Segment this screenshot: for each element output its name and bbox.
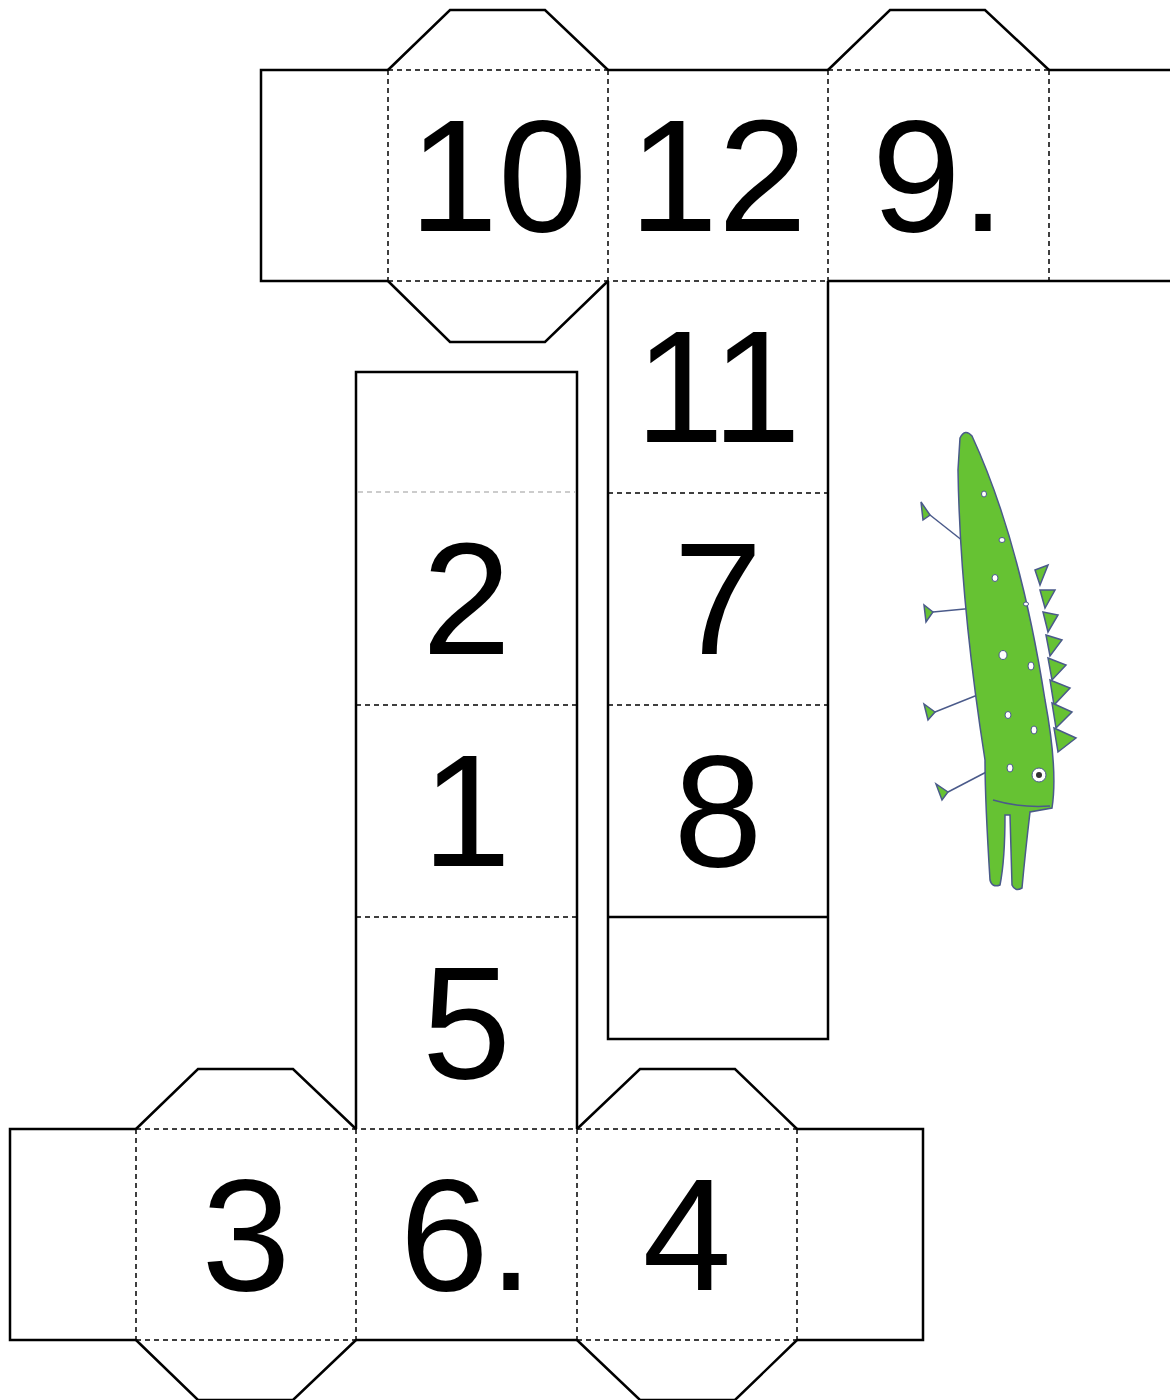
- face-number: 1: [422, 731, 511, 891]
- net-face: 2: [356, 492, 577, 705]
- face-number: 8: [674, 731, 763, 891]
- creature-illustration: [921, 432, 1076, 889]
- face-number: 11: [635, 307, 801, 467]
- net-face: 11: [608, 281, 828, 493]
- net-face: 6.: [356, 1129, 577, 1340]
- net-face: 1: [356, 705, 577, 917]
- net-face: 8: [608, 705, 828, 917]
- face-number: 2: [422, 519, 511, 679]
- face-number: 5: [422, 943, 511, 1103]
- net-face: 12: [608, 70, 828, 281]
- fold-lines: [136, 70, 1049, 1340]
- face-number: 10: [409, 96, 587, 256]
- net-face: 9.: [828, 70, 1049, 281]
- face-number: 12: [629, 96, 807, 256]
- net-face: 10: [388, 70, 608, 281]
- face-number: 6.: [400, 1155, 533, 1315]
- face-number: 9.: [872, 96, 1005, 256]
- net-face: 4: [577, 1129, 797, 1340]
- net-face: 5: [356, 917, 577, 1129]
- face-number: 3: [202, 1155, 291, 1315]
- net-face: 3: [136, 1129, 356, 1340]
- net-face: 7: [608, 493, 828, 705]
- face-number: 4: [643, 1155, 732, 1315]
- fold-line: [358, 491, 575, 492]
- face-number: 7: [674, 519, 763, 679]
- cut-lines: [10, 10, 1170, 1400]
